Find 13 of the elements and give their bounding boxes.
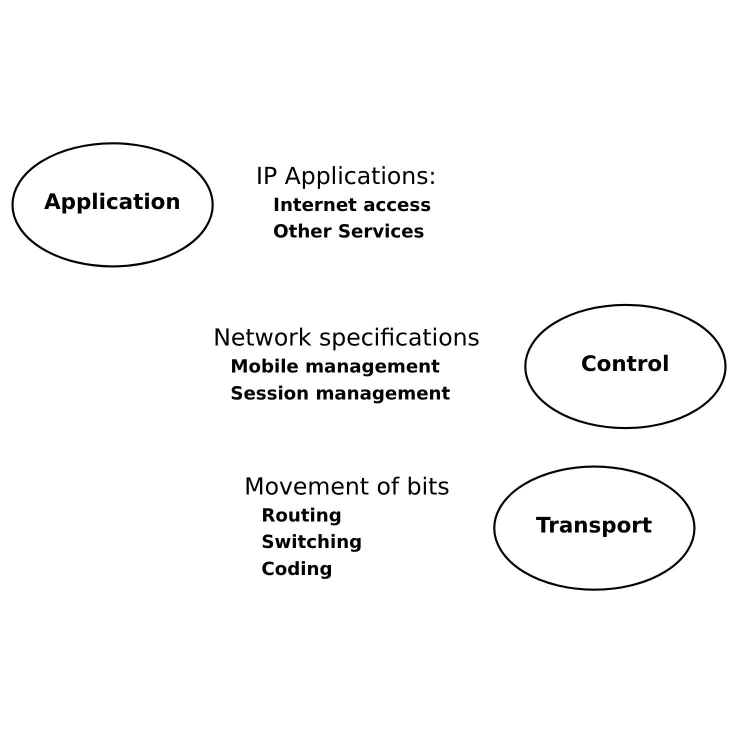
node-label: Movement of bits	[244, 472, 450, 501]
node-label: Routing	[261, 505, 342, 526]
node-label: IP Applications:	[256, 162, 436, 190]
node-ellipse: Application	[11, 142, 214, 268]
node-label: Mobile management	[230, 356, 440, 378]
node-label: Network specifications	[213, 324, 480, 352]
node-label: Coding	[261, 558, 332, 580]
node-label: Switching	[261, 532, 362, 554]
node-ellipse: Transport	[493, 466, 696, 591]
node-label: Internet access	[273, 194, 432, 216]
node-label: Session management	[230, 383, 450, 404]
node-label: Other Services	[273, 222, 424, 243]
node-ellipse: Control	[524, 304, 727, 430]
